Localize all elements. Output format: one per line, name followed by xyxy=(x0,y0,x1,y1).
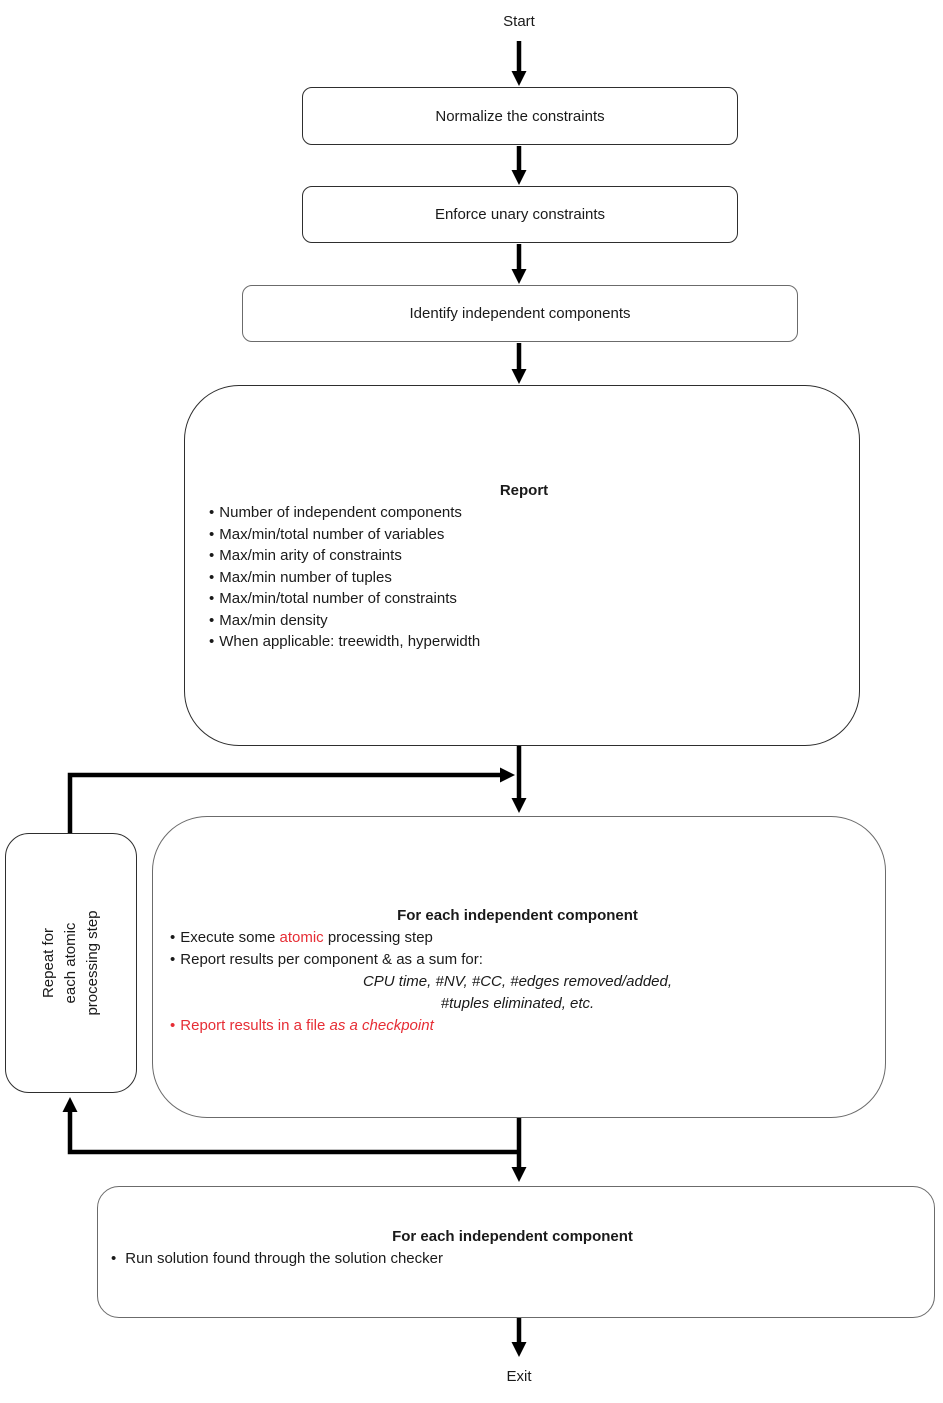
bullet-glyph: • xyxy=(111,1250,117,1267)
text-run-red: atomic xyxy=(279,929,324,946)
bullet-glyph: • xyxy=(170,1017,176,1034)
report-bullet: • Max/min density xyxy=(209,610,839,632)
bullet-glyph: • xyxy=(209,568,215,586)
process-box: For each independent component • Execute… xyxy=(152,816,886,1118)
step-enforce-unary-constraints: Enforce unary constraints xyxy=(302,186,738,243)
report-bullet: • Max/min/total number of constraints xyxy=(209,588,839,610)
report-bullet: • Max/min number of tuples xyxy=(209,567,839,589)
step-identify-components: Identify independent components xyxy=(242,285,798,342)
report-box: Report • Number of independent component… xyxy=(184,385,860,746)
arrow-report-to-process xyxy=(511,746,527,813)
process-bullet-checkpoint: • Report results in a file as a checkpoi… xyxy=(170,1015,865,1037)
report-bullet-text: When applicable: treewidth, hyperwidth xyxy=(219,633,481,650)
repeat-loop-line: Repeat for xyxy=(40,927,57,999)
bullet-glyph: • xyxy=(209,504,215,521)
step-normalize-label: Normalize the constraints xyxy=(435,107,605,125)
arrow-identify-to-report xyxy=(511,343,527,384)
report-bullet: • Max/min/total number of variables xyxy=(209,524,839,546)
arrow-enforce-to-identify xyxy=(511,244,527,284)
repeat-loop-label: Repeat for each atomic processing step xyxy=(38,833,104,1093)
arrow-normalize-to-enforce xyxy=(511,146,527,185)
process-bullet-text: Execute some atomic processing step xyxy=(180,927,433,949)
text-run-red: Report results in a file xyxy=(180,1017,330,1034)
report-bullet-text: Max/min number of tuples xyxy=(219,568,392,586)
start-label: Start xyxy=(503,13,535,30)
report-bullet-text: Number of independent components xyxy=(219,504,462,521)
bullet-glyph: • xyxy=(209,525,215,543)
bullet-glyph: • xyxy=(209,547,215,564)
checker-bullet-text: Run solution found through the solution … xyxy=(125,1250,443,1267)
step-normalize-constraints: Normalize the constraints xyxy=(302,87,738,145)
report-bullet-text: Max/min density xyxy=(219,611,328,629)
bullet-glyph: • xyxy=(209,633,215,650)
report-bullet: • Number of independent components xyxy=(209,502,839,524)
process-bullet-report: • Report results per component & as a su… xyxy=(170,949,865,971)
process-bullet-text: Report results per component & as a sum … xyxy=(180,951,483,968)
checker-title: For each independent component xyxy=(392,1228,633,1245)
checker-bullet: • Run solution found through the solutio… xyxy=(111,1248,914,1270)
repeat-loop-line: processing step xyxy=(84,910,101,1016)
checker-box: For each independent component • Run sol… xyxy=(97,1186,935,1318)
repeat-loop-line: each atomic xyxy=(62,922,79,1004)
report-bullet-text: Max/min arity of constraints xyxy=(219,547,402,564)
process-title: For each independent component xyxy=(397,907,638,924)
process-detail-line: CPU time, #NV, #CC, #edges removed/added… xyxy=(362,973,673,990)
step-enforce-label: Enforce unary constraints xyxy=(434,206,606,223)
report-bullet: • When applicable: treewidth, hyperwidth xyxy=(209,631,839,653)
process-bullet-text: Report results in a file as a checkpoint xyxy=(180,1015,433,1037)
repeat-loop-box: Repeat for each atomic processing step xyxy=(5,833,137,1093)
arrow-process-to-checker xyxy=(511,1118,527,1182)
bullet-glyph: • xyxy=(170,951,176,968)
text-run: processing step xyxy=(323,929,433,946)
process-bullet-execute: • Execute some atomic processing step xyxy=(170,927,865,949)
report-title: Report xyxy=(499,482,549,499)
step-identify-label: Identify independent components xyxy=(409,305,631,322)
arrow-checker-to-exit xyxy=(511,1318,527,1357)
report-bullet-text: Max/min/total number of variables xyxy=(219,525,445,543)
bullet-glyph: • xyxy=(209,611,215,629)
bullet-glyph: • xyxy=(209,590,215,607)
report-bullet-list: • Number of independent components • Max… xyxy=(209,502,839,653)
report-bullet: • Max/min arity of constraints xyxy=(209,545,839,567)
checker-bullet-list: • Run solution found through the solutio… xyxy=(111,1248,914,1270)
process-bullet-list: • Execute some atomic processing step • … xyxy=(170,927,865,1037)
exit-label: Exit xyxy=(506,1368,532,1385)
text-run: Execute some xyxy=(180,929,280,946)
process-detail-line: #tuples eliminated, etc. xyxy=(440,995,595,1012)
bullet-glyph: • xyxy=(170,929,176,946)
report-bullet-text: Max/min/total number of constraints xyxy=(219,590,457,607)
text-run-red-italic: as a checkpoint xyxy=(329,1017,434,1034)
arrow-start-to-normalize xyxy=(511,41,527,86)
